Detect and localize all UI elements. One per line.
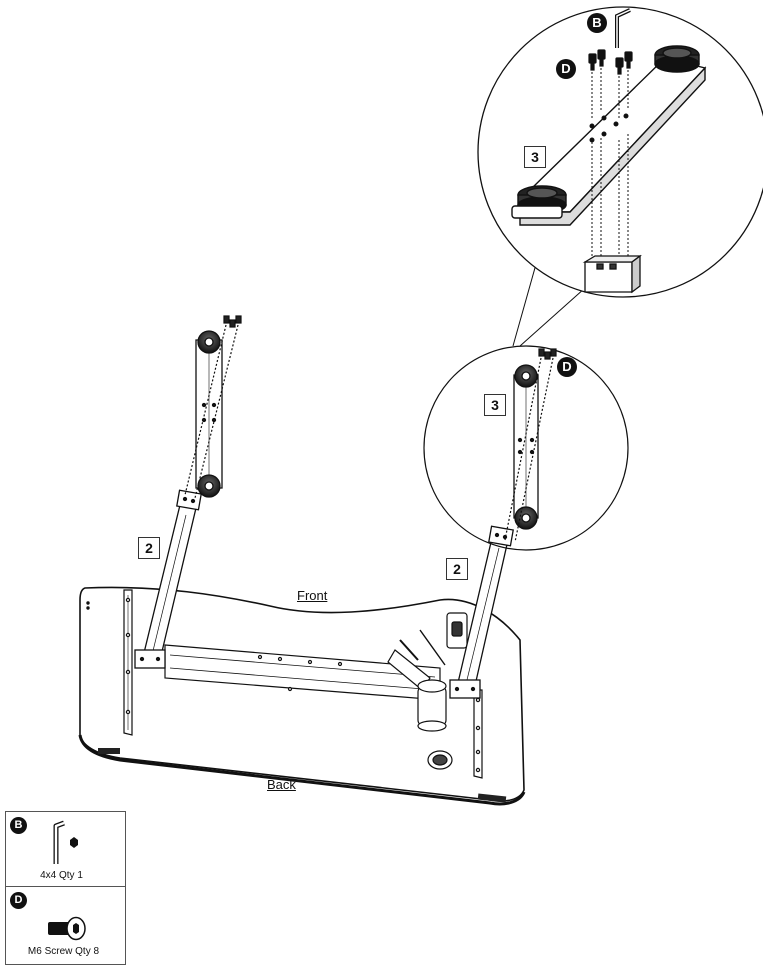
left-foot-screws: [184, 315, 242, 499]
step-number-2-right: 2: [446, 558, 468, 580]
m6-screw-icon: [48, 916, 86, 941]
allen-key-detail: [615, 8, 631, 48]
front-label: Front: [297, 588, 328, 603]
hardware-badge-b: B: [587, 13, 607, 33]
motor: [417, 679, 447, 732]
right-leg: [449, 525, 514, 699]
frame-rail-left: [123, 589, 133, 736]
step-number-3-large: 3: [524, 146, 546, 168]
leg-top-detail: [582, 254, 642, 294]
foot-detail: [511, 45, 707, 226]
right-foot-screws: [504, 348, 557, 543]
part-caption-m6-screw: M6 Screw Qty 8: [27, 946, 100, 957]
cable-grommet: [427, 750, 453, 770]
step-number-3-small: 3: [484, 394, 506, 416]
frame-rail-right: [473, 689, 483, 779]
parts-badge-d: D: [10, 892, 27, 909]
left-leg: [134, 489, 202, 669]
parts-badge-b: B: [10, 817, 27, 834]
back-label: Back: [267, 777, 296, 792]
right-foot: [513, 364, 539, 530]
hardware-badge-d-small: D: [557, 357, 577, 377]
hand-controller: [446, 612, 468, 649]
left-foot: [195, 330, 223, 498]
parts-divider: [6, 886, 125, 887]
detail-screws: [588, 49, 633, 262]
hex-key-icon: [53, 820, 78, 864]
part-caption-hex-key: 4x4 Qty 1: [40, 870, 83, 881]
parts-legend: B 4x4 Qty 1 D M6 Screw Qty 8: [5, 811, 126, 965]
detail-circle-small: [423, 345, 629, 551]
step-number-2-left: 2: [138, 537, 160, 559]
hardware-badge-d-large: D: [556, 59, 576, 79]
control-box: [387, 629, 446, 691]
